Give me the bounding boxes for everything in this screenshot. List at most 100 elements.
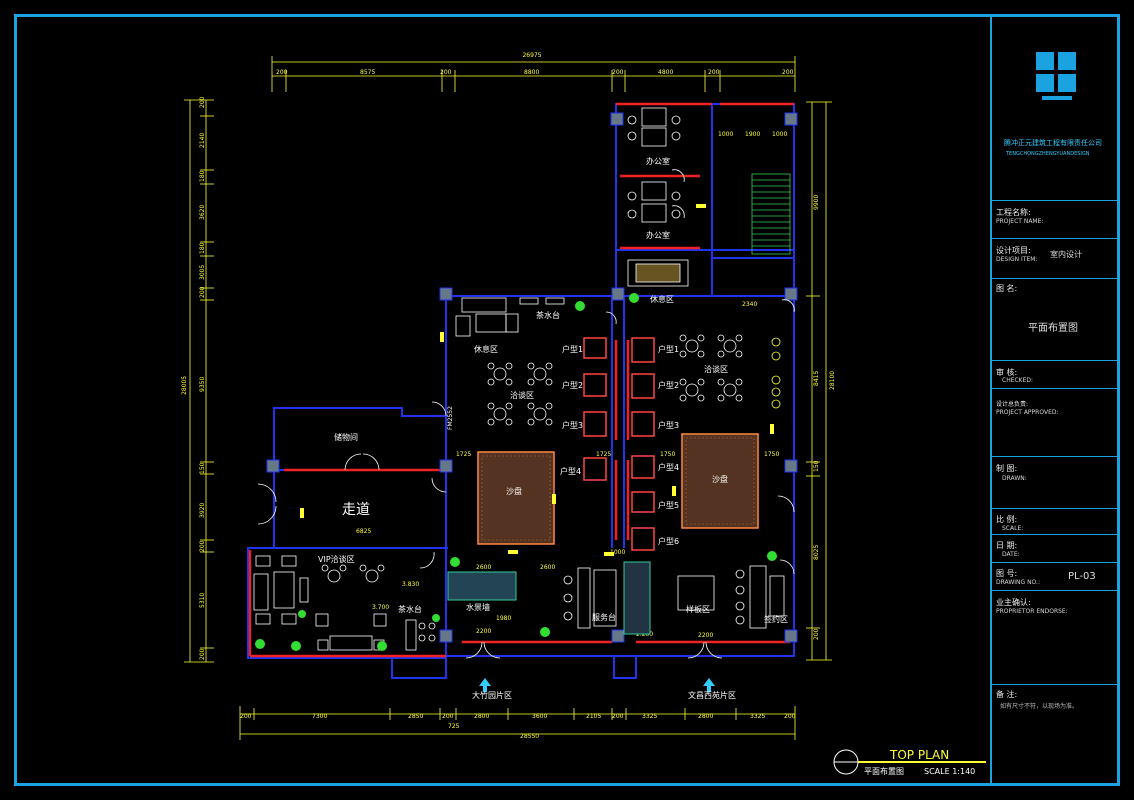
dim-bottom-7: 200 [612, 713, 624, 720]
dim-left-3: 3620 [199, 205, 206, 220]
label-model-room: 样板区 [686, 604, 710, 614]
row-drawn: 制 图: DRAWN: [992, 456, 1120, 509]
row-date: 日 期: DATE: [992, 534, 1120, 563]
dim-inner-6: 1750 [660, 451, 675, 458]
plan-title-sub: 平面布置图 [864, 766, 904, 776]
dim-inner-17: 1000 [610, 549, 625, 556]
sand-tables [477, 433, 759, 545]
dim-inner-5: 1725 [596, 451, 611, 458]
row-proprietor: 业主确认: PROPRIETOR ENDORSE: [992, 590, 1120, 685]
drawing-number: PL-03 [1068, 571, 1096, 582]
entrance-arrows [479, 678, 715, 692]
label-type-l2: 户型2 [562, 380, 583, 390]
dim-bottom-10: 3325 [750, 713, 765, 720]
dim-inner-2: 1000 [772, 131, 787, 138]
dim-left-8: 150 [199, 462, 206, 474]
dim-left-2: 180 [199, 170, 206, 182]
dim-top-7: 200 [782, 69, 794, 76]
label-dining: 洽谈区 [510, 390, 534, 400]
dim-right-2: 150 [813, 460, 820, 472]
label-type-r2: 户型2 [658, 380, 679, 390]
dim-left-10: 200 [199, 540, 206, 552]
dim-top-3: 8800 [524, 69, 539, 76]
dim-bottom-8: 3325 [642, 713, 657, 720]
company-name-en: TENGCHONGZHENGYUANDESIGN [1006, 151, 1090, 157]
label-entrance-left: 大竹园片区 [472, 690, 512, 700]
label-vip: VIP洽谈区 [318, 554, 355, 564]
dim-top-0: 200 [276, 69, 288, 76]
dim-top-4: 200 [612, 69, 624, 76]
dim-inner-10: 2600 [540, 564, 555, 571]
dim-bottom-sub: 725 [448, 723, 460, 730]
dim-top-6: 200 [708, 69, 720, 76]
label-reception: 服务台 [592, 612, 616, 622]
dim-inner-7: 1750 [764, 451, 779, 458]
dim-inner-9: 2600 [476, 564, 491, 571]
label-type-r5: 户型5 [658, 500, 679, 510]
dimension-texts: 26975 200 8575 200 8800 200 4800 200 200… [181, 52, 836, 740]
dim-right-1: 8415 [813, 371, 820, 386]
label-type-l1: 户型1 [562, 344, 583, 354]
row-design-item: 设计项目: DESIGN ITEM: 室内设计 [992, 238, 1120, 279]
label-rest-left: 休息区 [474, 344, 498, 354]
dim-left-7: 9350 [199, 377, 206, 392]
dim-left-5: 3005 [199, 265, 206, 280]
dim-bottom-4: 2800 [474, 713, 489, 720]
dim-top-total: 26975 [522, 52, 541, 59]
water-feature [447, 561, 651, 635]
dim-right-4: 200 [813, 628, 820, 640]
dim-bottom-9: 2800 [698, 713, 713, 720]
label-type-l3: 户型3 [562, 420, 583, 430]
label-office-2: 办公室 [646, 230, 670, 240]
label-sand-right: 沙盘 [712, 474, 728, 484]
row-scale: 比 例: SCALE: [992, 508, 1120, 535]
label-corridor: 走道 [342, 502, 370, 518]
dim-inner-8: 6825 [356, 528, 371, 535]
plan-title: TOP PLAN 平面布置图 SCALE 1:140 [833, 748, 986, 776]
dim-inner-0: 1000 [718, 131, 733, 138]
label-type-r3: 户型3 [658, 420, 679, 430]
dim-bottom-11: 200 [784, 713, 796, 720]
dim-right-0: 9900 [813, 195, 820, 210]
label-sign-area: 签约区 [764, 614, 788, 624]
row-approved: 设计总负责: PROJECT APPROVED: [992, 388, 1120, 457]
dim-top-5: 4800 [658, 69, 673, 76]
row-drawing-title: 图 名: 平面布置图 [992, 278, 1120, 361]
label-office-1: 办公室 [646, 156, 670, 166]
structural-columns [266, 112, 798, 643]
dim-bottom-1: 7300 [312, 713, 327, 720]
dim-inner-4: 1725 [456, 451, 471, 458]
room-labels: 办公室 办公室 休息区 茶水台 休息区 洽谈区 洽谈区 储物间 走道 VIP洽谈… [318, 156, 788, 700]
company-logo-icon [1036, 52, 1076, 100]
dim-inner-14: 3.830 [402, 581, 419, 588]
plants [255, 293, 777, 651]
label-dining-right: 洽谈区 [704, 364, 728, 374]
dim-inner-1: 1900 [745, 131, 760, 138]
label-tea-bar-2: 茶水台 [398, 604, 422, 614]
label-type-r4: 户型4 [658, 462, 679, 472]
stair-steps [751, 173, 791, 255]
round-tables [487, 334, 743, 426]
row-project-name: 工程名称: PROJECT NAME: [992, 200, 1120, 237]
dim-top-2: 200 [440, 69, 452, 76]
plan-title-main: TOP PLAN [889, 748, 949, 762]
side-seats [771, 337, 781, 409]
dim-top-1: 8575 [360, 69, 375, 76]
drawing-border [14, 14, 1120, 786]
label-sand-left: 沙盘 [506, 486, 522, 496]
label-type-r1: 户型1 [658, 344, 679, 354]
title-block: 腾冲正元建筑工程有限责任公司 TENGCHONGZHENGYUANDESIGN … [990, 14, 1120, 786]
dim-bottom-5: 3600 [532, 713, 547, 720]
dim-bottom-total: 28550 [520, 733, 539, 740]
dim-bottom-0: 200 [240, 713, 252, 720]
dim-inner-13: 1980 [496, 615, 511, 622]
dimension-lines [184, 56, 832, 740]
office-furniture [627, 107, 681, 223]
dim-bottom-3: 200 [442, 713, 454, 720]
service-furniture [563, 565, 785, 629]
dim-inner-3: 2340 [742, 301, 757, 308]
dim-left-1: 2140 [199, 133, 206, 148]
plan-title-scale: SCALE 1:140 [924, 767, 975, 776]
label-type-r6: 户型6 [658, 536, 679, 546]
